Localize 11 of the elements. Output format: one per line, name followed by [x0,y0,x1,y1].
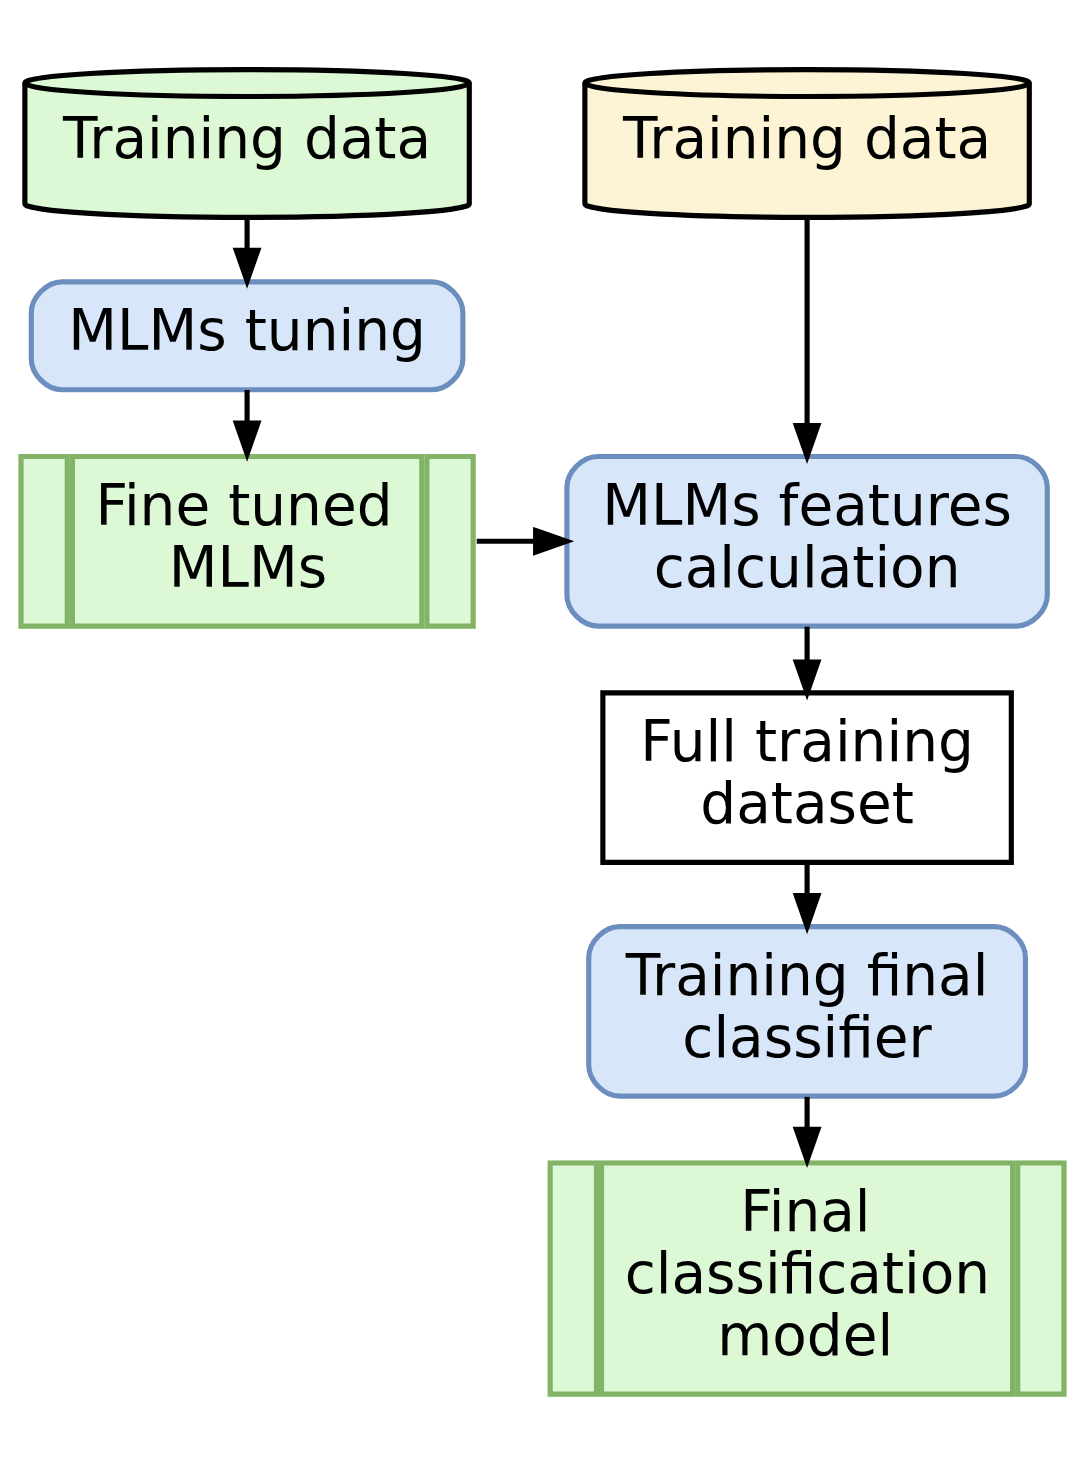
arrow [792,862,822,935]
arrow [792,626,822,701]
arrow [792,218,822,465]
node-box: Training final classifier [586,924,1028,1099]
node-box: Full training dataset [600,690,1014,865]
arrow [232,217,262,289]
node-box: MLMs features calculation [564,453,1050,629]
arrow [476,526,575,556]
arrow [232,389,262,462]
arrow [792,1096,822,1168]
node-box: MLMs tuning [28,279,466,393]
